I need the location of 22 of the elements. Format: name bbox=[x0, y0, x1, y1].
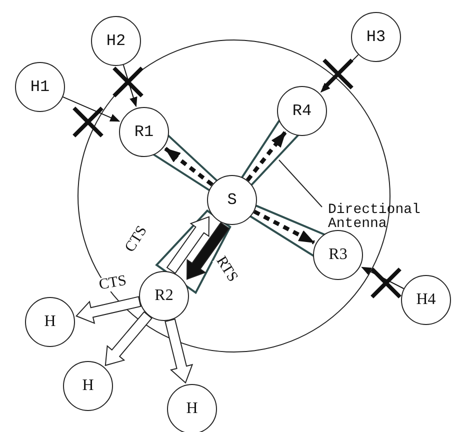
arrow bbox=[122, 64, 138, 108]
arrow bbox=[62, 96, 120, 122]
node-circle: R1 bbox=[119, 107, 169, 157]
node-circle: H bbox=[63, 361, 113, 411]
node-circle: H3 bbox=[351, 12, 401, 62]
node-circle: H bbox=[167, 384, 217, 432]
node-circle: H4 bbox=[401, 275, 451, 325]
block-arrow bbox=[75, 296, 142, 324]
node-circle: H2 bbox=[91, 16, 141, 66]
node-circle: R4 bbox=[277, 86, 327, 136]
node-circle: R2 bbox=[139, 271, 189, 321]
arrow bbox=[320, 54, 359, 93]
leader-line bbox=[278, 160, 322, 208]
arrow bbox=[361, 266, 404, 290]
node-circle: H1 bbox=[15, 62, 65, 112]
node-circle: H bbox=[25, 297, 75, 347]
block-arrow bbox=[166, 216, 210, 274]
block-arrow bbox=[104, 311, 152, 366]
edge-label: CTS bbox=[96, 274, 129, 294]
node-circle: R3 bbox=[313, 230, 363, 280]
block-arrow bbox=[186, 222, 230, 280]
block-arrow bbox=[164, 318, 194, 384]
